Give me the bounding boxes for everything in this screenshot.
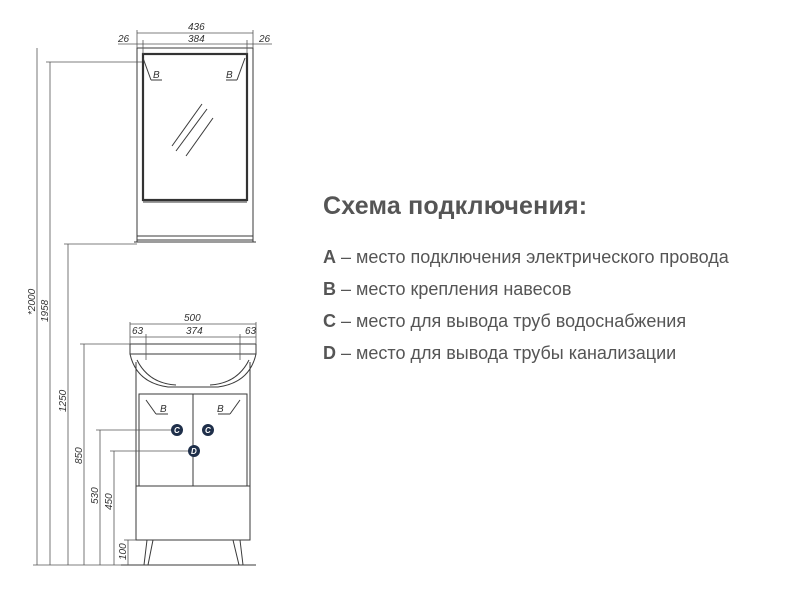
legend-key: C bbox=[323, 311, 336, 331]
cabinet-side-margin-left: 63 bbox=[132, 326, 144, 337]
mirror-mount-leader bbox=[142, 57, 152, 81]
mirror-mount-label-left: B bbox=[153, 70, 160, 81]
sink-top bbox=[129, 344, 257, 355]
height-total: *2000 bbox=[27, 288, 38, 315]
legend-item-a: A – место подключения электрического про… bbox=[323, 241, 793, 273]
legend-title: Схема подключения: bbox=[323, 192, 588, 220]
cabinet-total-width: 500 bbox=[184, 313, 201, 324]
height-dimensions: *2000 1958 1250 850 530 450 100 bbox=[27, 48, 188, 566]
legend-key: D bbox=[323, 343, 336, 363]
mirror-side-margin-right: 26 bbox=[258, 34, 271, 45]
legend-text: – место подключения электрического прово… bbox=[336, 247, 729, 267]
water-point-right bbox=[202, 424, 214, 436]
height-sink-top: 850 bbox=[74, 447, 85, 464]
height-drain: 450 bbox=[104, 493, 115, 510]
reflection-mark bbox=[175, 108, 208, 152]
cabinet-width-dimensions: 500 374 63 63 bbox=[129, 313, 257, 360]
legend-text: – место крепления навесов bbox=[336, 279, 572, 299]
mirror-glass bbox=[141, 52, 249, 202]
legend-item-c: C – место для вывода труб водоснабжения bbox=[323, 305, 793, 337]
mirror-bottom-plinth bbox=[136, 235, 254, 243]
height-legs: 100 bbox=[118, 543, 129, 560]
cabinet-inner-width: 374 bbox=[186, 326, 203, 337]
legend-text: – место для вывода трубы канализации bbox=[336, 343, 677, 363]
vanity-cabinet: B B C C D bbox=[121, 343, 257, 566]
leg-right bbox=[232, 539, 244, 566]
legend-text: – место для вывода труб водоснабжения bbox=[336, 311, 687, 331]
mirror-width-dimensions: 436 384 26 26 bbox=[117, 22, 272, 54]
bottom-drawer bbox=[135, 485, 251, 541]
mirror-mount-leader bbox=[236, 57, 246, 81]
sink-bowl bbox=[129, 353, 257, 388]
mirror-side-margin-left: 26 bbox=[117, 34, 130, 45]
cabinet-side-margin-right: 63 bbox=[245, 326, 257, 337]
height-mirror-bottom: 1250 bbox=[58, 389, 69, 412]
height-mirror-top: 1958 bbox=[40, 299, 51, 322]
connection-legend: Схема подключения: A – место подключения… bbox=[323, 192, 793, 369]
mirror-cabinet: B B bbox=[134, 47, 256, 243]
legend-item-d: D – место для вывода трубы канализации bbox=[323, 337, 793, 369]
drain-point bbox=[188, 445, 200, 457]
height-water: 530 bbox=[90, 487, 101, 504]
water-point-left bbox=[171, 424, 183, 436]
water-label-right: C bbox=[205, 426, 211, 435]
mirror-inner-width: 384 bbox=[188, 34, 205, 45]
legend-key: B bbox=[323, 279, 336, 299]
legend-item-b: B – место крепления навесов bbox=[323, 273, 793, 305]
cabinet-mount-label-left: B bbox=[160, 404, 167, 415]
mirror-total-width: 436 bbox=[188, 22, 205, 33]
drain-label: D bbox=[191, 447, 197, 456]
legend-key: A bbox=[323, 247, 336, 267]
mirror-outer-frame bbox=[136, 47, 254, 241]
reflection-mark bbox=[185, 117, 214, 157]
water-label-left: C bbox=[174, 426, 180, 435]
cabinet-mount-label-right: B bbox=[217, 404, 224, 415]
reflection-mark bbox=[171, 103, 203, 147]
mirror-mount-label-right: B bbox=[226, 70, 233, 81]
leg-left bbox=[143, 539, 154, 566]
